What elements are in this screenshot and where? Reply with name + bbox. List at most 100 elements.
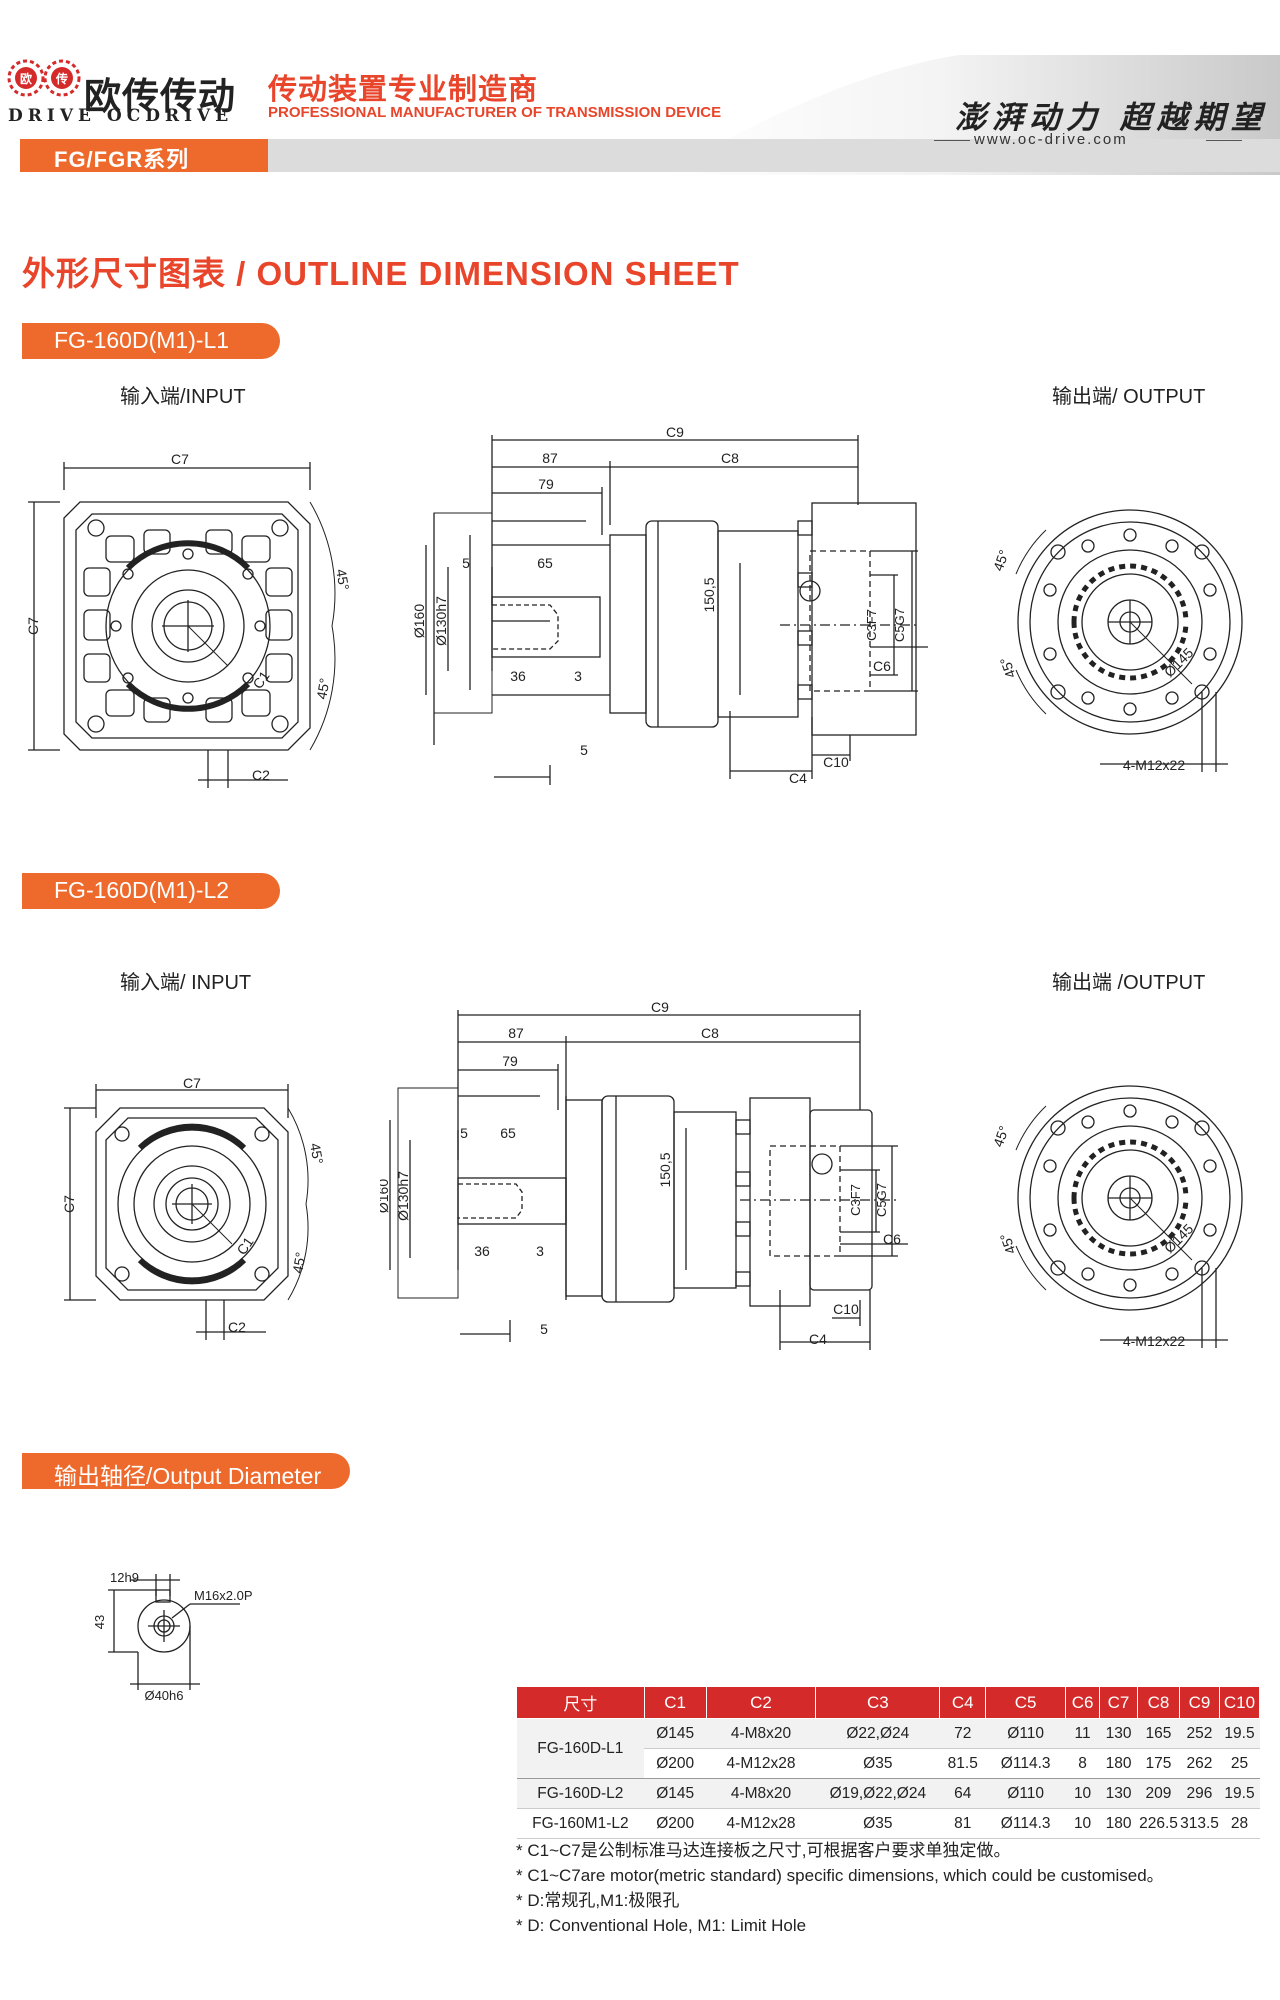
input-label-l1: 输入端/INPUT: [120, 386, 246, 408]
table-cell: 262: [1179, 1748, 1220, 1779]
dim-c4: C4: [809, 1331, 827, 1347]
dim-angle-out-bottom: 45°: [997, 1231, 1019, 1256]
table-cell: 4-M8x20: [706, 1778, 816, 1809]
table-header: C4: [939, 1686, 987, 1719]
table-cell: 11: [1065, 1718, 1100, 1749]
dim-c6: C6: [873, 658, 891, 674]
divider: [1206, 140, 1242, 141]
dim-angle-top: 45°: [307, 1142, 326, 1166]
input-view-drawing-l2: C7 C7 C2 C1 45° 45°: [56, 1078, 326, 1348]
table-row: FG-160M1-L2 Ø200 4-M12x28 Ø35 81 Ø114.3 …: [516, 1808, 1260, 1839]
table-cell: 19.5: [1219, 1718, 1260, 1749]
table-cell: 209: [1137, 1778, 1180, 1809]
table-cell: 64: [939, 1778, 986, 1809]
table-row: Ø200 4-M12x28 Ø35 81.5 Ø114.3 8 180 175 …: [517, 1748, 1260, 1779]
table-cell: Ø200: [644, 1808, 707, 1839]
dim-c10: C10: [833, 1301, 859, 1317]
table-cell: 252: [1179, 1718, 1220, 1749]
brand-name-cn: 欧传传动: [84, 76, 236, 117]
dim-c2: C2: [228, 1319, 246, 1335]
table-header: 尺寸: [516, 1686, 645, 1719]
dim-phi160: Ø160: [380, 1179, 391, 1213]
tagline-cn: 传动装置专业制造商: [268, 74, 539, 106]
brand-name-en: DRIVE OCDRIVE: [8, 106, 234, 126]
table-cell: 4-M12x28: [706, 1808, 816, 1839]
input-view-drawing-l1: C7 C7 C2 C1 45° 45°: [20, 450, 360, 800]
table-cell: Ø110: [985, 1718, 1066, 1749]
table-cell: 180: [1099, 1748, 1138, 1779]
table-cell: 130: [1099, 1778, 1138, 1809]
table-cell: Ø114.3: [985, 1808, 1066, 1839]
table-header: C2: [705, 1686, 817, 1719]
table-cell: Ø35: [815, 1748, 940, 1779]
table-header: C5: [985, 1686, 1067, 1719]
dim-c7-top: C7: [171, 451, 189, 467]
table-cell: Ø145: [644, 1778, 707, 1809]
output-view-drawing-l1: 45° 45° Ø145 4-M12x22: [980, 500, 1260, 790]
divider: [934, 140, 970, 141]
output-diameter-title: 输出轴径/Output Diameter: [22, 1453, 350, 1489]
table-header: C3: [815, 1686, 941, 1719]
dim-shaft-40h6: Ø40h6: [144, 1688, 183, 1703]
dim-150-5: 150,5: [701, 577, 717, 612]
dim-36: 36: [510, 668, 526, 684]
table-cell: 81.5: [939, 1748, 986, 1779]
input-label-l2: 输入端/ INPUT: [120, 972, 252, 994]
dim-c3: C3F7: [864, 609, 879, 641]
table-cell: Ø22,Ø24: [815, 1718, 940, 1749]
table-header: C10: [1218, 1686, 1261, 1719]
dim-c5: C5G7: [874, 1183, 889, 1217]
dim-c7-top: C7: [183, 1078, 201, 1091]
dim-87: 87: [508, 1025, 524, 1041]
website-link[interactable]: www.oc-drive.com: [974, 131, 1128, 148]
notes: * C1~C7是公制标准马达连接板之尺寸,可根据客户要求单独定做。 * C1~C…: [516, 1838, 1164, 1938]
dim-36: 36: [474, 1243, 490, 1259]
table-cell: 10: [1065, 1808, 1100, 1839]
dim-c9: C9: [651, 1000, 669, 1015]
table-cell-model: FG-160M1-L2: [516, 1808, 645, 1839]
dim-c8: C8: [721, 450, 739, 466]
dim-thread: M16x2.0P: [194, 1588, 253, 1603]
dim-c1: C1: [249, 668, 272, 692]
table-cell-model: FG-160D-L2: [516, 1778, 645, 1809]
dim-phi160: Ø160: [411, 604, 427, 638]
table-cell: 175: [1137, 1748, 1180, 1779]
table-cell: 296: [1179, 1778, 1220, 1809]
dim-angle-out-top: 45°: [990, 1124, 1012, 1149]
dim-c3: C3F7: [848, 1184, 863, 1216]
table-cell: Ø114.3: [985, 1748, 1066, 1779]
table-header: C1: [643, 1686, 707, 1719]
note-line: * C1~C7是公制标准马达连接板之尺寸,可根据客户要求单独定做。: [516, 1841, 1011, 1860]
table-header-row: 尺寸 C1 C2 C3 C4 C5 C6 C7 C8 C9 C10: [516, 1686, 1261, 1719]
table-row: FG-160D-L1 Ø145 4-M8x20 Ø22,Ø24 72 Ø110 …: [516, 1718, 1260, 1779]
dim-angle-top: 45°: [333, 568, 352, 592]
table-cell: 8: [1065, 1748, 1100, 1779]
dimension-table: 尺寸 C1 C2 C3 C4 C5 C6 C7 C8 C9 C10 FG-160…: [516, 1686, 1261, 1839]
dim-angle-out-top: 45°: [990, 548, 1012, 573]
dim-5-bottom: 5: [540, 1321, 548, 1337]
dim-5-bottom: 5: [580, 742, 588, 758]
table-cell: 10: [1065, 1778, 1100, 1809]
svg-text:传: 传: [55, 71, 68, 86]
output-label-l2: 输出端 /OUTPUT: [1052, 972, 1206, 994]
dim-c2: C2: [252, 767, 270, 783]
output-shaft-drawing: 12h9 43 M16x2.0P Ø40h6: [90, 1570, 290, 1710]
dim-4-m12x22: 4-M12x22: [1123, 1333, 1185, 1349]
table-cell: 28: [1219, 1808, 1260, 1839]
dim-79: 79: [502, 1053, 518, 1069]
table-cell-model: FG-160D-L1: [516, 1718, 645, 1779]
model-title-l1: FG-160D(M1)-L1: [22, 323, 280, 359]
dim-87: 87: [542, 450, 558, 466]
dim-c1: C1: [233, 1234, 256, 1258]
model-title-l2: FG-160D(M1)-L2: [22, 873, 280, 909]
table-cell: 165: [1137, 1718, 1180, 1749]
dim-79: 79: [538, 476, 554, 492]
note-line: * D:常规孔,M1:极限孔: [516, 1891, 680, 1910]
dim-c5: C5G7: [892, 608, 907, 642]
table-cell: 81: [939, 1808, 986, 1839]
header-background: [0, 0, 1280, 175]
dim-4-m12x22: 4-M12x22: [1123, 757, 1185, 773]
table-cell: 4-M12x28: [706, 1748, 816, 1779]
dim-c6: C6: [883, 1231, 901, 1247]
dim-c7-side: C7: [61, 1195, 77, 1213]
